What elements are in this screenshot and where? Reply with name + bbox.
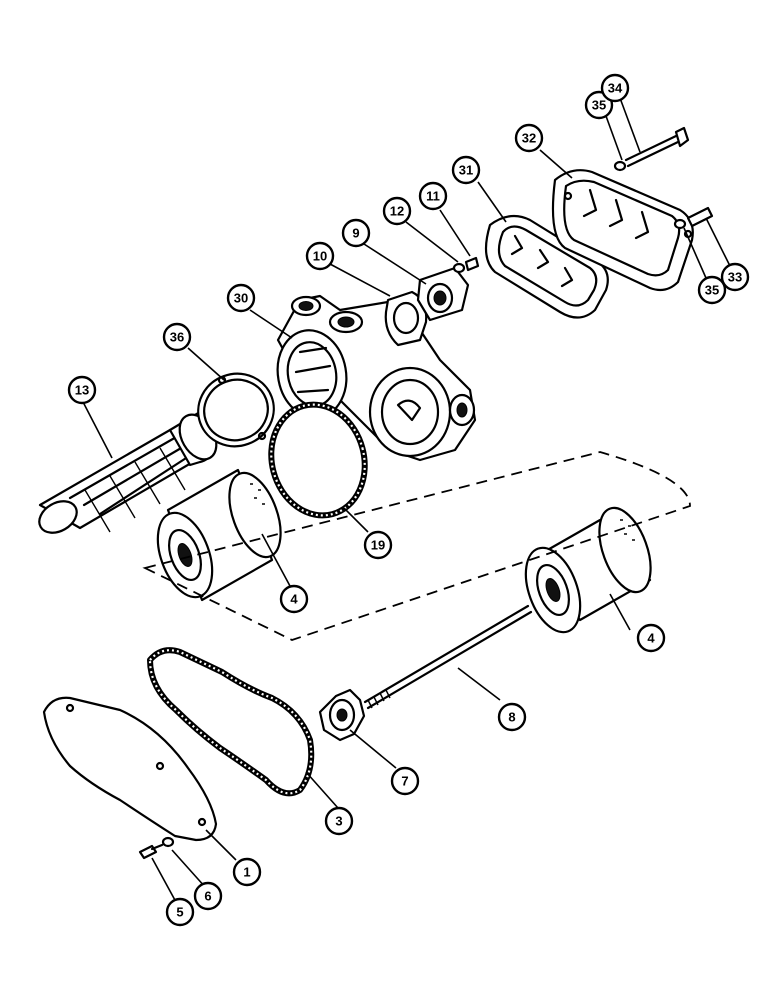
callout-11-label: 11 [426,189,440,204]
cover-plate [551,169,694,292]
callout-8: 8 [497,702,527,732]
long-bolt [613,126,690,172]
callout-31: 31 [451,155,481,185]
center-rod [363,604,533,710]
short-bolt [673,206,714,230]
callout-34: 34 [600,73,630,103]
callout-4-left-label: 4 [290,592,298,607]
callout-7-label: 7 [401,774,408,789]
callout-36-label: 36 [170,330,184,345]
callout-9: 9 [341,218,371,248]
rectangular-gasket [484,214,609,319]
callout-19-label: 19 [371,538,385,553]
callout-33: 33 [720,262,750,292]
callout-11: 11 [418,181,448,211]
callout-31-label: 31 [459,163,473,178]
callout-34-label: 34 [608,81,623,96]
washer-and-bolt [452,256,480,274]
callout-30: 30 [226,283,256,313]
callout-9-label: 9 [352,226,359,241]
callout-5-label: 5 [176,905,183,920]
callout-8-label: 8 [508,710,515,725]
callout-36: 36 [162,322,192,352]
filter-element-left [156,468,282,602]
callout-13-label: 13 [75,383,89,398]
callout-10-label: 10 [313,249,327,264]
callout-5: 5 [165,897,195,927]
filter-housing [276,294,477,462]
loop-gasket [147,647,315,797]
callout-33-label: 33 [728,270,742,285]
callout-4-right: 4 [636,623,666,653]
callout-32-label: 32 [522,131,536,146]
callout-35-top-label: 35 [592,98,606,113]
filter-element-right [524,506,652,634]
callout-6: 6 [193,881,223,911]
callout-4-left: 4 [279,584,309,614]
callout-1: 1 [232,857,262,887]
callout-10: 10 [305,241,335,271]
round-gasket [197,372,275,448]
small-bolt-and-washer [138,836,175,860]
callout-19: 19 [363,530,393,560]
callout-6-label: 6 [204,889,211,904]
callout-3: 3 [324,806,354,836]
large-round-gasket [268,401,368,519]
callout-4-right-label: 4 [647,631,655,646]
callout-12-label: 12 [390,204,404,219]
callout-13: 13 [67,375,97,405]
callout-7: 7 [390,766,420,796]
leader-lines [81,97,731,903]
callout-3-label: 3 [335,814,342,829]
callout-35-bottom: 35 [697,275,727,305]
filter-group-outline [142,451,691,641]
callout-1-label: 1 [243,865,250,880]
flange-adapter [416,266,470,322]
callout-35-bottom-label: 35 [705,283,719,298]
callout-12: 12 [382,196,412,226]
callout-32: 32 [514,123,544,153]
callout-30-label: 30 [234,291,248,306]
flanged-nut [318,688,366,742]
